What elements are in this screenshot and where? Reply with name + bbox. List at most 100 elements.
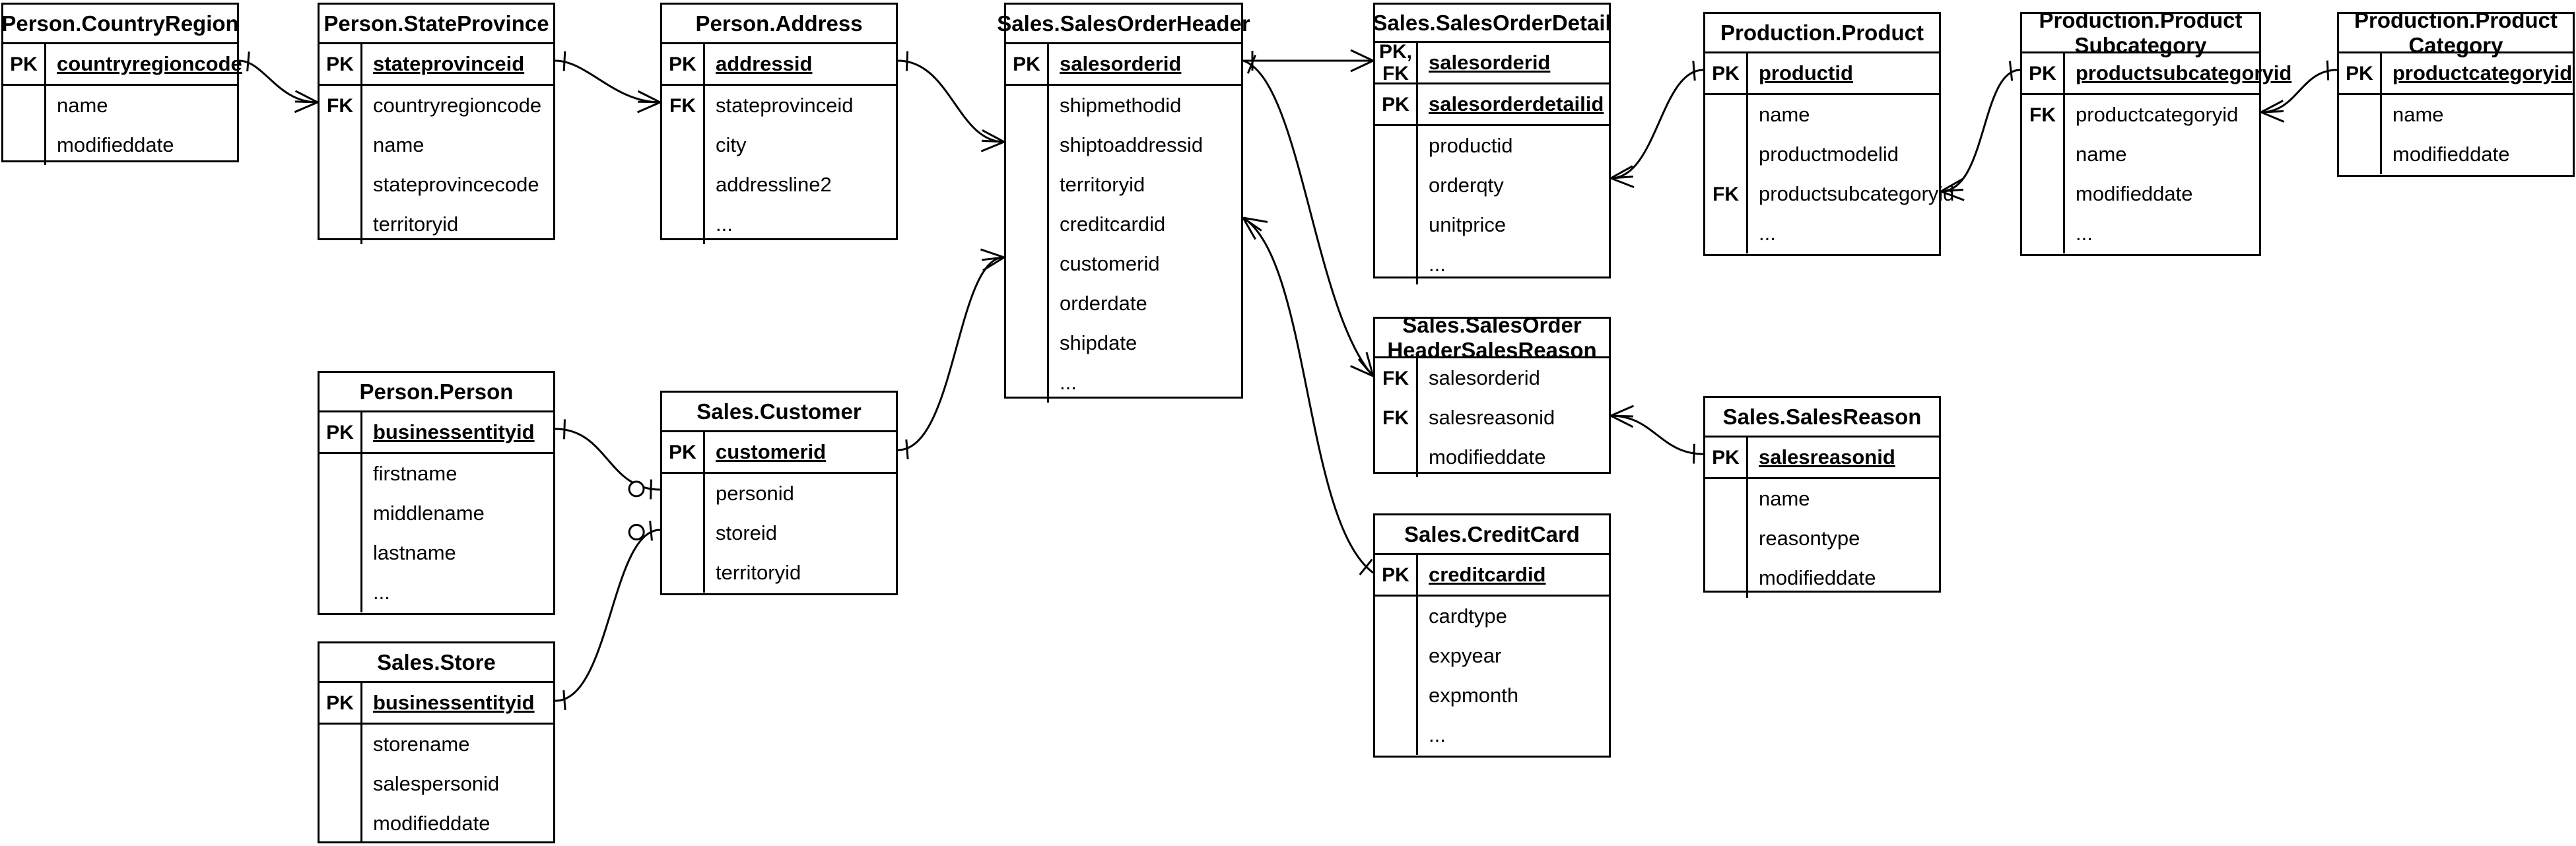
attribute-row[interactable]: shipmethodid	[1006, 86, 1241, 125]
attribute-row[interactable]: orderdate	[1006, 284, 1241, 323]
attribute-row[interactable]: expyear	[1375, 636, 1609, 676]
attribute-row[interactable]: ...	[2022, 214, 2259, 253]
attribute-row[interactable]: expmonth	[1375, 676, 1609, 715]
attribute-row[interactable]: modifieddate	[1375, 438, 1609, 477]
attribute-row[interactable]: shipdate	[1006, 323, 1241, 363]
attribute-row[interactable]: name	[2339, 95, 2573, 135]
attribute-row[interactable]: name	[320, 125, 553, 165]
attribute-row[interactable]: modifieddate	[2339, 135, 2573, 174]
attribute-row[interactable]: territoryid	[662, 553, 896, 593]
key-badge-empty	[1375, 126, 1416, 166]
attribute-row[interactable]: name	[1705, 479, 1939, 519]
attribute-row[interactable]: ...	[1375, 245, 1609, 284]
attribute-row[interactable]: modifieddate	[320, 804, 553, 843]
attribute-row[interactable]: name	[3, 86, 237, 125]
attribute-row[interactable]: addressline2	[662, 165, 896, 205]
attribute-row[interactable]: modifieddate	[2022, 174, 2259, 214]
attribute-row[interactable]: creditcardid	[1006, 205, 1241, 244]
attribute-row[interactable]: ...	[662, 205, 896, 244]
relationship-rel-store-customer	[555, 521, 661, 711]
attribute-row[interactable]: salespersonid	[320, 764, 553, 804]
attribute-row[interactable]: personid	[662, 474, 896, 513]
attribute-row[interactable]: shiptoaddressid	[1006, 125, 1241, 165]
attribute-row[interactable]: cardtype	[1375, 597, 1609, 636]
attribute-name: productsubcategoryid	[1746, 174, 1954, 214]
attribute-row[interactable]: orderqty	[1375, 166, 1609, 205]
entity-title: Sales.SalesReason	[1705, 398, 1939, 438]
attribute-row[interactable]: lastname	[320, 533, 553, 573]
attribute-row[interactable]: ...	[320, 573, 553, 612]
entity-title: Sales.CreditCard	[1375, 515, 1609, 555]
attribute-row[interactable]: territoryid	[1006, 165, 1241, 205]
attribute-row[interactable]: ...	[1006, 363, 1241, 403]
attribute-row[interactable]: middlename	[320, 494, 553, 533]
attribute-row[interactable]: productmodelid	[1705, 135, 1939, 174]
attribute-row[interactable]: storename	[320, 725, 553, 764]
attribute-row[interactable]: city	[662, 125, 896, 165]
attribute-row[interactable]: modifieddate	[3, 125, 237, 165]
attribute-row[interactable]: name	[1705, 95, 1939, 135]
attribute-row[interactable]: stateprovincecode	[320, 165, 553, 205]
relationship-rel-salesorderheader-salesorderheadersalesreason	[1242, 54, 1374, 377]
attribute-row[interactable]: productid	[1375, 126, 1609, 166]
attribute-row[interactable]: customerid	[1006, 244, 1241, 284]
attribute-row[interactable]: ...	[1375, 715, 1609, 755]
attribute-row[interactable]: ...	[1705, 214, 1939, 253]
key-badge-empty	[2339, 95, 2380, 135]
attribute-row[interactable]: reasontype	[1705, 519, 1939, 558]
attribute-row[interactable]: storeid	[662, 513, 896, 553]
attribute-row[interactable]: modifieddate	[1705, 558, 1939, 598]
key-badge-empty	[320, 494, 360, 533]
relationship-rel-salesorderheader-salesorderdetail	[1243, 49, 1374, 73]
attribute-name: storename	[360, 725, 553, 764]
attribute-row[interactable]: territoryid	[320, 205, 553, 244]
attribute-row[interactable]: name	[2022, 135, 2259, 174]
attribute-name: name	[1746, 479, 1939, 519]
attribute-row[interactable]: firstname	[320, 454, 553, 494]
attribute-row[interactable]: unitprice	[1375, 205, 1609, 245]
key-badge-empty	[320, 165, 360, 205]
